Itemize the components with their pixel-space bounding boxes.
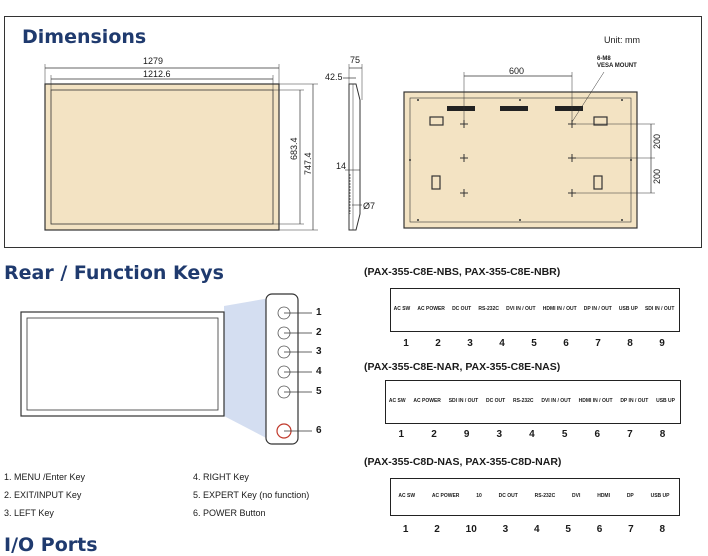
- port-dp: DP IN / OUT: [583, 306, 612, 312]
- io-title: I/O Ports: [4, 534, 98, 556]
- key-num-6: 6: [316, 425, 322, 436]
- port-hdmi: HDMI IN / OUT: [542, 306, 577, 312]
- key-num-3: 3: [316, 346, 322, 357]
- rear-drawing: [20, 293, 312, 445]
- dim-inner-width: 1212.6: [143, 69, 171, 79]
- port-dc-out: DC OUT: [452, 306, 472, 312]
- unit-label: Unit: mm: [604, 35, 640, 45]
- port-sdi: SDI IN / OUT: [644, 306, 675, 312]
- dim-depth: 75: [350, 55, 361, 65]
- dim-vesa-v1: 200: [652, 133, 662, 149]
- io-panel-2: [385, 380, 681, 424]
- model-label-3: (PAX-355-C8D-NAS, PAX-355-C8D-NAR): [364, 456, 562, 468]
- dim-bezel: 42.5: [325, 72, 343, 82]
- port-rs232c: RS-232C: [478, 306, 499, 312]
- dimensions-frame: [4, 16, 702, 248]
- model-label-2: (PAX-355-C8E-NAR, PAX-355-C8E-NAS): [364, 361, 561, 373]
- rear-title: Rear / Function Keys: [4, 262, 224, 284]
- side-view: [343, 64, 363, 231]
- port-usb-up: USB UP: [618, 306, 638, 312]
- io-panel-2-numbers: 1 2 9 3 4 5 6 7 8: [398, 429, 666, 440]
- io-panel-3: [390, 478, 680, 516]
- key-num-2: 2: [316, 327, 322, 338]
- io-panel-1-numbers: 1 2 3 4 5 6 7 8 9: [403, 338, 665, 349]
- key-num-5: 5: [316, 386, 322, 397]
- front-view: [44, 64, 318, 231]
- io-panel-1-ports: AC SW AC POWER DC OUT RS-232C DVI IN / O…: [390, 288, 678, 330]
- dim-vesa-width: 600: [509, 66, 525, 76]
- dim-hole: Ø7: [363, 201, 376, 211]
- io-panel-1: [390, 288, 680, 332]
- dim-outer-width: 1279: [143, 56, 164, 66]
- port-dvi: DVI IN / OUT: [506, 306, 536, 312]
- io-panel-3-numbers: 1 2 10 3 4 5 6 7 8: [402, 524, 666, 535]
- port-ac-sw: AC SW: [393, 306, 411, 312]
- dim-inner-height: 683.4: [289, 137, 299, 160]
- vesa-mount-label: 6-M8 VESA MOUNT: [597, 56, 637, 69]
- key-num-4: 4: [316, 366, 322, 377]
- io-panel-3-ports: AC SW AC POWER 10 DC OUT RS-232C DVI HDM…: [398, 493, 670, 499]
- key-list-left: 1. MENU /Enter Key 2. EXIT/INPUT Key 3. …: [4, 472, 86, 518]
- io-panel-2-ports: AC SW AC POWER SDI IN / OUT DC OUT RS-23…: [388, 398, 675, 404]
- dimensions-title: Dimensions: [22, 26, 147, 48]
- key-num-1: 1: [316, 307, 322, 318]
- dim-vesa-v2: 200: [652, 168, 662, 184]
- model-label-1: (PAX-355-C8E-NBS, PAX-355-C8E-NBR): [364, 266, 561, 278]
- back-view: [403, 71, 655, 229]
- dimension-drawings: [44, 64, 655, 231]
- key-list-right: 4. RIGHT Key 5. EXPERT Key (no function)…: [193, 472, 310, 518]
- dim-outer-height: 747.4: [303, 152, 313, 175]
- dim-foot: 14: [336, 161, 347, 171]
- port-ac-power: AC POWER: [417, 306, 445, 312]
